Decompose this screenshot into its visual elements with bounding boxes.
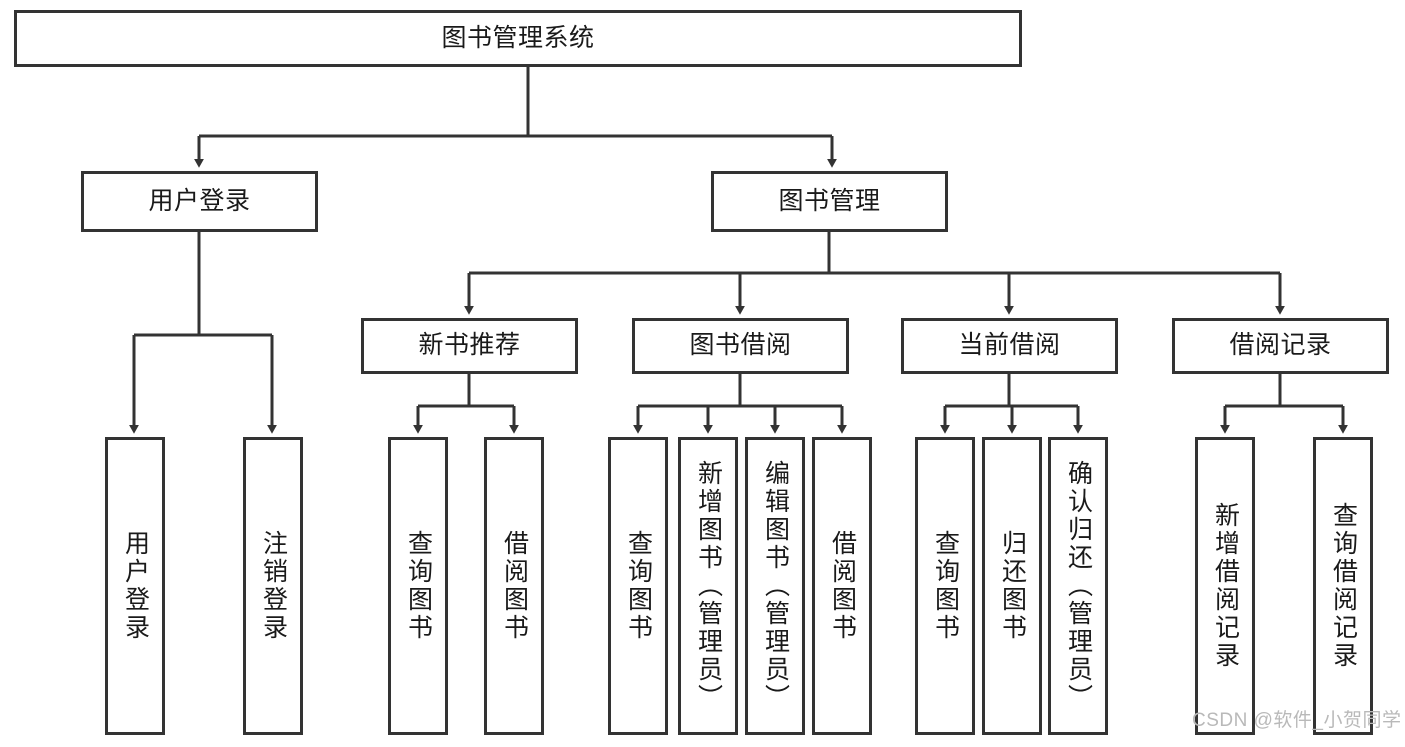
node-leaf-query-book-2[interactable]: 查询图书 [608,437,668,735]
node-leaf-user-login-label: 用户登录 [121,530,150,642]
node-leaf-query-record[interactable]: 查询借阅记录 [1313,437,1373,735]
node-root-label: 图书管理系统 [441,23,595,52]
node-leaf-return-book-label: 归还图书 [998,530,1027,642]
node-leaf-query-book-1[interactable]: 查询图书 [388,437,448,735]
node-book-borrow[interactable]: 图书借阅 [632,318,849,374]
node-leaf-user-logout[interactable]: 注销登录 [243,437,303,735]
node-book-management[interactable]: 图书管理 [711,171,948,232]
node-borrow-record-label: 借阅记录 [1229,331,1332,360]
node-leaf-confirm-return[interactable]: 确认归还（管理员） [1048,437,1108,735]
node-leaf-query-book-1-label: 查询图书 [404,530,433,642]
node-leaf-add-book-label: 新增图书（管理员） [694,460,723,712]
node-current-borrow[interactable]: 当前借阅 [901,318,1118,374]
node-leaf-return-book[interactable]: 归还图书 [982,437,1042,735]
node-user-login-label: 用户登录 [148,186,251,215]
node-borrow-record[interactable]: 借阅记录 [1172,318,1389,374]
node-book-borrow-label: 图书借阅 [689,331,792,360]
node-leaf-user-login[interactable]: 用户登录 [105,437,165,735]
node-leaf-query-book-3-label: 查询图书 [931,530,960,642]
node-current-borrow-label: 当前借阅 [958,331,1061,360]
node-leaf-add-record[interactable]: 新增借阅记录 [1195,437,1255,735]
csdn-watermark: CSDN @软件_小贺同学 [1192,710,1402,731]
node-leaf-edit-book-label: 编辑图书（管理员） [761,460,790,712]
node-leaf-borrow-book-1-label: 借阅图书 [500,530,529,642]
node-leaf-confirm-return-label: 确认归还（管理员） [1064,460,1093,712]
node-leaf-add-book[interactable]: 新增图书（管理员） [678,437,738,735]
node-leaf-query-book-3[interactable]: 查询图书 [915,437,975,735]
node-leaf-query-book-2-label: 查询图书 [624,530,653,642]
node-leaf-borrow-book-2-label: 借阅图书 [828,530,857,642]
node-new-book-recommend[interactable]: 新书推荐 [361,318,578,374]
node-leaf-add-record-label: 新增借阅记录 [1211,502,1240,670]
node-leaf-borrow-book-1[interactable]: 借阅图书 [484,437,544,735]
node-leaf-edit-book[interactable]: 编辑图书（管理员） [745,437,805,735]
node-new-book-recommend-label: 新书推荐 [418,331,521,360]
node-book-management-label: 图书管理 [778,186,881,215]
node-user-login[interactable]: 用户登录 [81,171,318,232]
node-leaf-user-logout-label: 注销登录 [259,530,288,642]
node-leaf-borrow-book-2[interactable]: 借阅图书 [812,437,872,735]
node-root[interactable]: 图书管理系统 [14,10,1022,67]
node-leaf-query-record-label: 查询借阅记录 [1329,502,1358,670]
